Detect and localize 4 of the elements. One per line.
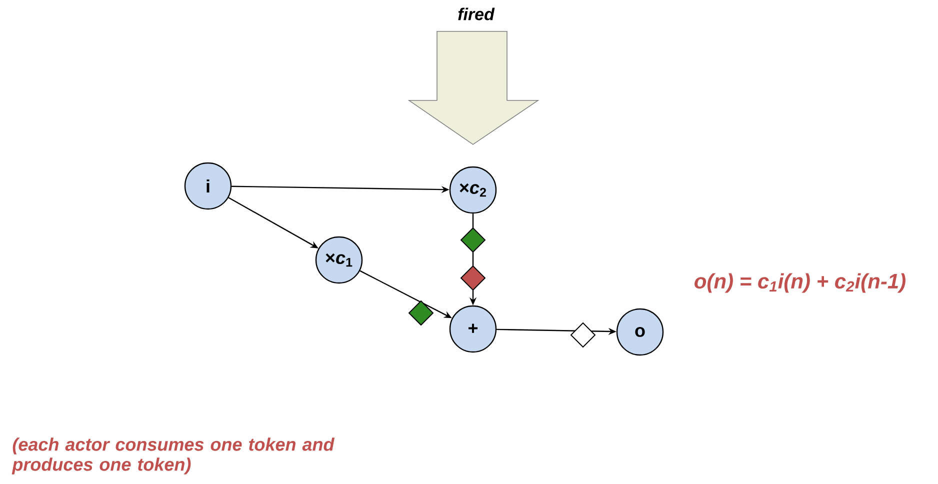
caption-text: fired bbox=[458, 8, 495, 20]
block-arrow bbox=[408, 31, 540, 145]
formula-text: o(n) = c$_{1}$i(n) + c$_{2}$i(n-1) bbox=[694, 273, 906, 293]
note-text: (each actor consumes one token and produces one token) bbox=[12, 438, 335, 474]
